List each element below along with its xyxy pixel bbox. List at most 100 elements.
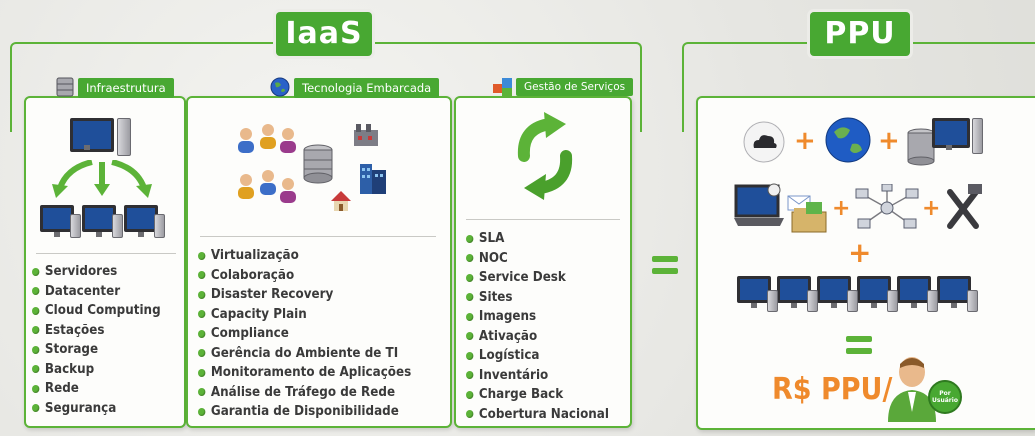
iaas-title: IaaS (276, 12, 372, 56)
bullet-icon (32, 404, 40, 413)
list-item: Garantia de Disponibilidade (198, 402, 411, 422)
monitor-icon (937, 276, 971, 308)
list-item: Estações (32, 321, 161, 341)
user-icon (888, 357, 936, 422)
tecnologia-list: Virtualização Colaboração Disaster Recov… (198, 246, 430, 422)
monitor-icon (124, 205, 158, 237)
infraestrutura-list: Servidores Datacenter Cloud Computing Es… (32, 262, 172, 418)
globe-icon (825, 117, 871, 163)
gestao-header: Gestão de Serviços (516, 78, 634, 96)
tower-icon (70, 214, 81, 238)
monitor-icon (817, 276, 851, 308)
list-item: Servidores (32, 262, 161, 282)
infraestrutura-header: Infraestrutura (78, 78, 174, 98)
bullet-icon (32, 345, 40, 354)
gestao-panel (454, 96, 632, 428)
tower-icon (927, 290, 938, 312)
list-item: Inventário (466, 366, 609, 386)
bullet-icon (466, 351, 474, 360)
tower-icon (807, 290, 818, 312)
bullet-icon (198, 251, 206, 260)
monitor-icon (737, 276, 771, 308)
bullet-icon (32, 384, 40, 393)
bullet-icon (32, 306, 40, 315)
list-item: Rede (32, 379, 161, 399)
tower-icon (972, 118, 983, 154)
monitor-icon (40, 205, 74, 237)
list-item: Sites (466, 288, 609, 308)
equals-icon (846, 336, 872, 342)
tower-icon (112, 214, 123, 238)
list-item: Capacity Plain (198, 305, 411, 325)
tower-icon (847, 290, 858, 312)
bullet-icon (32, 287, 40, 296)
list-item: Ativação (466, 327, 609, 347)
bullet-icon (466, 371, 474, 380)
bullet-icon (198, 310, 206, 319)
tower-icon (154, 214, 165, 238)
list-item: Virtualização (198, 246, 411, 266)
tower-icon (767, 290, 778, 312)
users-icon (238, 124, 296, 203)
bullet-icon (198, 349, 206, 358)
network-icon (855, 184, 919, 229)
recycle-icon (517, 112, 573, 200)
monitor-icon (82, 205, 116, 237)
bullet-icon (32, 267, 40, 276)
divider (200, 236, 436, 237)
house-icon (331, 191, 351, 211)
bullet-icon (198, 388, 206, 397)
tecnologia-header: Tecnologia Embarcada (294, 78, 440, 98)
gestao-list: SLA NOC Service Desk Sites Imagens Ativa… (466, 229, 621, 424)
list-item: Colaboração (198, 266, 411, 286)
cloud-icon (743, 121, 785, 163)
bullet-icon (466, 293, 474, 302)
bullet-icon (198, 329, 206, 338)
divider (36, 253, 176, 254)
globe-icon (270, 77, 290, 97)
computer-tower-icon (117, 118, 131, 156)
bullet-icon (198, 271, 206, 280)
list-item: Backup (32, 360, 161, 380)
bullet-icon (198, 290, 206, 299)
bullet-icon (466, 410, 474, 419)
price-label: R$ PPU/ (772, 372, 893, 407)
server-icon (907, 128, 935, 166)
bullet-icon (198, 407, 206, 416)
building-icon (360, 164, 386, 194)
list-item: Análise de Tráfego de Rede (198, 383, 411, 403)
computer-icon (70, 118, 114, 152)
bullet-icon (466, 312, 474, 321)
database-icon (56, 77, 74, 97)
monitor-icon (777, 276, 811, 308)
plus-icon: + (848, 236, 872, 269)
equals-icon (652, 256, 678, 262)
badge-label: Por Usuário (932, 390, 958, 404)
monitor-icon (897, 276, 931, 308)
services-icon (493, 78, 512, 97)
bullet-icon (466, 390, 474, 399)
list-item: Segurança (32, 399, 161, 419)
list-item: Service Desk (466, 268, 609, 288)
tools-icon (947, 184, 982, 229)
arrows-icon (52, 160, 152, 198)
list-item: SLA (466, 229, 609, 249)
list-item: Cloud Computing (32, 301, 161, 321)
list-item: Compliance (198, 324, 411, 344)
divider (466, 219, 620, 220)
list-item: NOC (466, 249, 609, 269)
ppu-title: PPU (810, 12, 910, 56)
computer-icon (932, 118, 970, 150)
server-icon (303, 144, 333, 184)
list-item: Storage (32, 340, 161, 360)
list-item: Charge Back (466, 385, 609, 405)
tower-icon (967, 290, 978, 312)
equals-icon (652, 268, 678, 274)
bullet-icon (32, 365, 40, 374)
plus-icon: + (794, 126, 816, 156)
bullet-icon (466, 234, 474, 243)
list-item: Disaster Recovery (198, 285, 411, 305)
bullet-icon (466, 332, 474, 341)
plus-icon: + (922, 196, 941, 221)
tower-icon (887, 290, 898, 312)
